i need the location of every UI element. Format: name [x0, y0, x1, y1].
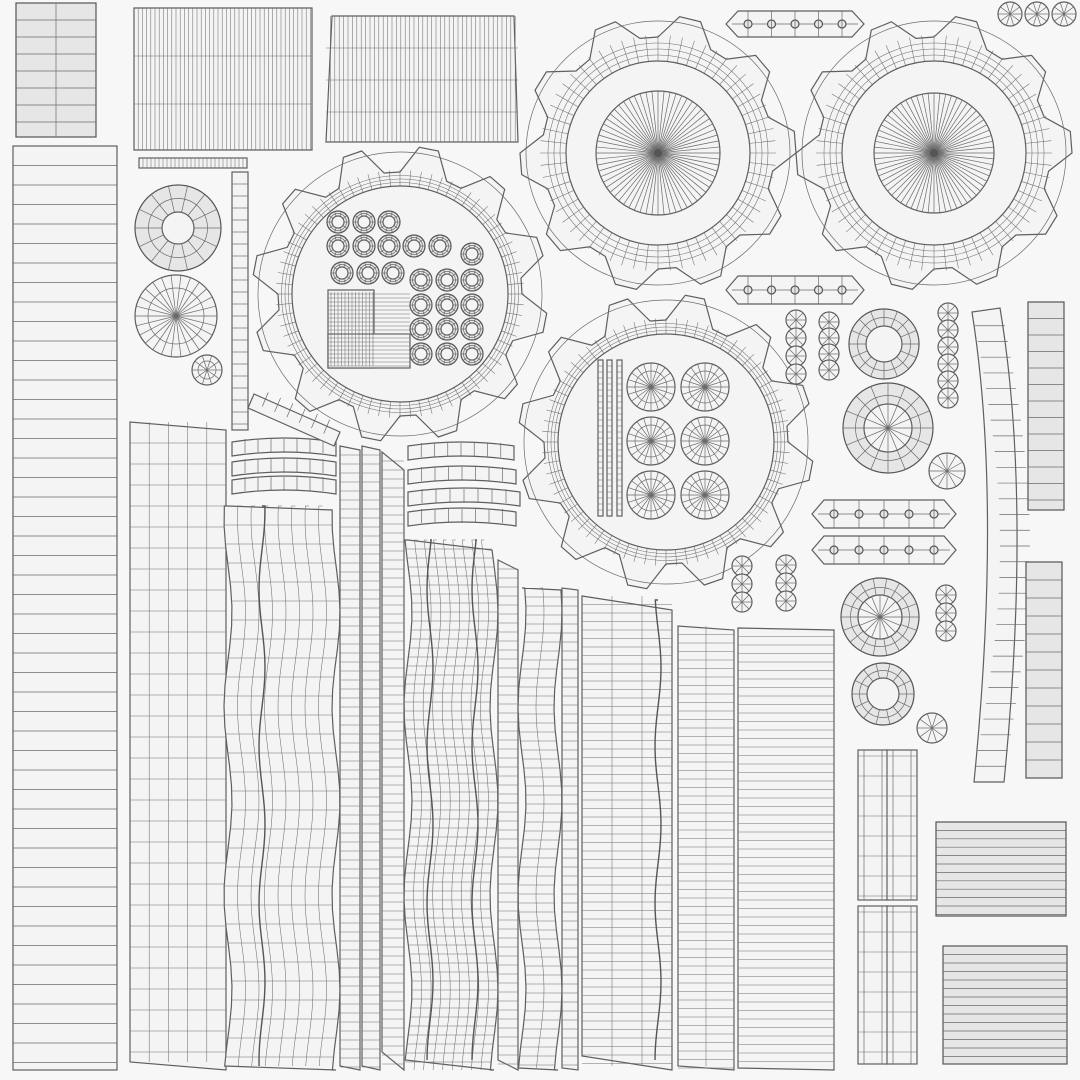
uv-hub-disc-small-hex [191, 354, 223, 386]
uv-gear-top-a [519, 16, 797, 290]
uv-bottom-right-block-a [935, 821, 1067, 917]
uv-tread-pads [231, 392, 521, 527]
uv-gear-left-inner-bolts [326, 210, 484, 369]
uv-gear-top-b [795, 16, 1073, 290]
uv-island-top-panel-b [325, 15, 519, 143]
uv-track-strips [129, 421, 835, 1072]
uv-island-thin-bar [138, 157, 248, 169]
uv-right-strip-a [1027, 301, 1065, 511]
uv-link-bar-right-a [811, 499, 957, 529]
uv-link-bar-top [725, 10, 865, 38]
uv-bottom-pillars [857, 749, 918, 1065]
uv-right-strip-curved [971, 307, 1030, 783]
uv-island-vertical-slim [231, 171, 249, 431]
uv-island-top-left-block [15, 2, 97, 138]
uv-hub-disc-ring [134, 184, 222, 272]
uv-link-bar-right-b [811, 535, 957, 565]
uv-link-bar-mid [725, 275, 865, 305]
uv-island-top-panel-a [133, 7, 313, 151]
uv-bottom-right-block-b [942, 945, 1068, 1065]
uv-tiny-discs-top-right [997, 1, 1077, 27]
uv-right-disc-cluster [840, 308, 966, 744]
uv-island-left-tall-strip [12, 145, 118, 1071]
uv-gear-center-inner-discs [597, 359, 730, 520]
uv-right-strip-b [1025, 561, 1063, 779]
uv-bead-chains [731, 302, 959, 642]
uv-hub-disc-spoked [134, 274, 218, 358]
